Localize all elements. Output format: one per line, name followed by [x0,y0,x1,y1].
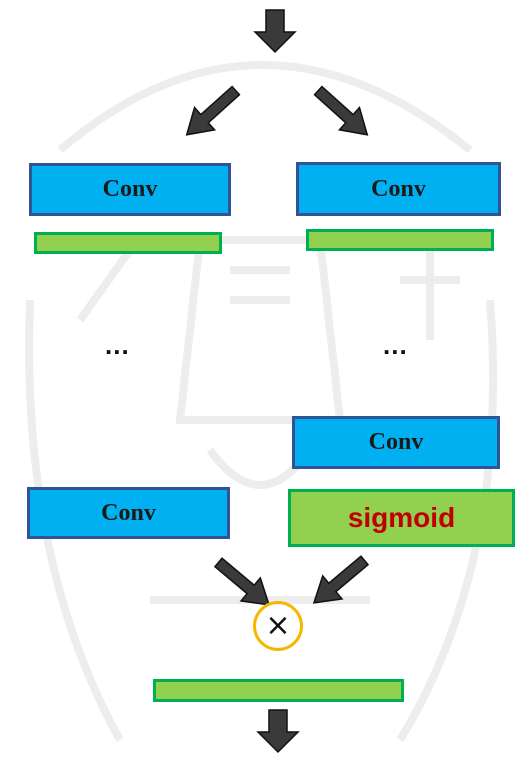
right-conv-bottom: Conv [292,416,500,469]
left-conv-bottom: Conv [27,487,230,539]
output-feature-bar [153,679,404,702]
branch-right-arrow-icon [307,78,379,147]
right-conv-top: Conv [296,162,501,216]
input-arrow-icon [254,9,296,53]
multiply-circle-icon: × [253,601,303,651]
right-ellipsis: ... [383,330,408,360]
sigmoid-activation-box: sigmoid [288,489,515,547]
left-ellipsis: ... [105,330,130,360]
left-feature-bar [34,232,222,254]
left-conv-top: Conv [29,163,231,216]
right-feature-bar [306,229,494,251]
output-arrow-icon [257,709,299,753]
branch-left-arrow-icon [175,78,247,147]
merge-right-arrow-icon [303,548,375,616]
